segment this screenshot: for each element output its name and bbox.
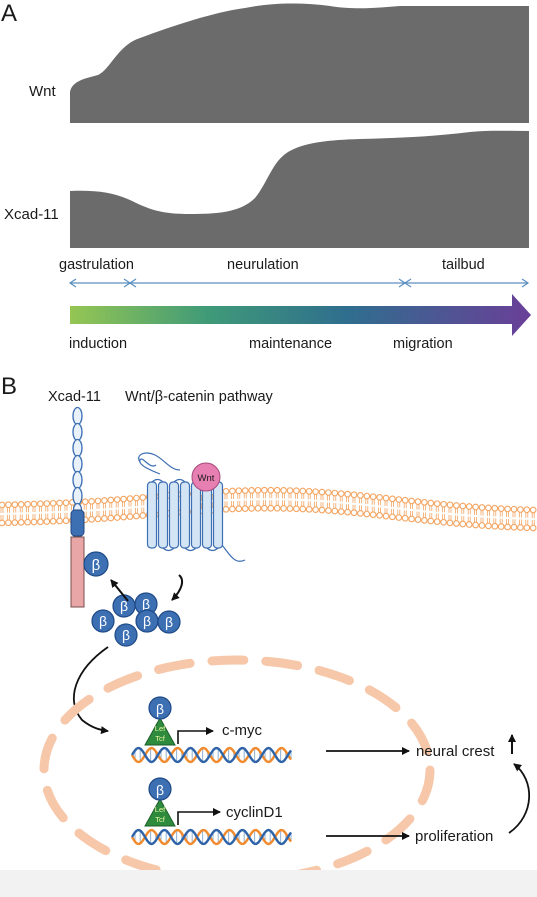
panel-a-letter: A	[1, 0, 18, 27]
pathway-label: Wnt/β-catenin pathway	[125, 389, 273, 405]
svg-text:β: β	[165, 614, 173, 630]
wnt-ligand: Wnt	[191, 462, 221, 492]
dna-helix-cyclind1	[130, 828, 292, 846]
svg-text:β: β	[122, 627, 130, 643]
wnt-expression-track	[70, 3, 529, 123]
panel-b-letter: B	[1, 373, 18, 400]
track-label-xcad11: Xcad-11	[4, 206, 59, 223]
svg-text:β: β	[156, 701, 164, 717]
wnt-ligand-label: Wnt	[198, 473, 215, 484]
stage-label-neurulation: neurulation	[227, 257, 299, 273]
arrow-to-free-beta	[110, 579, 129, 602]
xcad11-expression-track	[70, 130, 529, 248]
svg-text:β: β	[99, 613, 107, 629]
bottom-band	[0, 870, 537, 897]
arrow-proliferation-to-neural-crest	[508, 763, 531, 834]
stage-label-tailbud: tailbud	[442, 257, 485, 273]
arrow-to-nucleus	[72, 646, 109, 735]
lef-tcf-complex-cmyc: Lef Tcf β	[144, 696, 214, 746]
gene-label-cyclind1: cyclinD1	[226, 804, 283, 821]
stage-label-gastrulation: gastrulation	[59, 257, 134, 273]
process-label-induction: induction	[69, 336, 128, 352]
stage-arrows	[68, 278, 530, 288]
dna-helix-cmyc	[130, 746, 292, 764]
svg-text:β: β	[120, 598, 128, 614]
outcome-label-proliferation: proliferation	[415, 828, 494, 845]
svg-text:β: β	[143, 613, 151, 629]
lef-tcf-complex-cyclind1: Lef Tcf β	[144, 777, 221, 827]
svg-text:Tcf: Tcf	[155, 815, 166, 824]
svg-text:Lef: Lef	[155, 805, 166, 814]
svg-text:β: β	[92, 557, 101, 574]
arrow-from-frizzled	[171, 574, 184, 601]
svg-text:Tcf: Tcf	[155, 734, 166, 743]
svg-text:β: β	[142, 596, 150, 612]
track-label-wnt: Wnt	[29, 83, 56, 100]
process-gradient-arrow	[70, 294, 531, 336]
receptor-label-xcad11: Xcad-11	[48, 389, 101, 405]
outcome-label-neural-crest: neural crest	[416, 743, 495, 760]
svg-text:Lef: Lef	[155, 724, 166, 733]
gene-label-cmyc: c-myc	[222, 722, 262, 739]
process-label-maintenance: maintenance	[249, 336, 333, 352]
svg-text:β: β	[156, 782, 164, 798]
xcad11-receptor	[70, 406, 85, 608]
nucleus-envelope	[39, 655, 435, 885]
process-label-migration: migration	[393, 336, 453, 352]
frizzled-receptor	[138, 452, 246, 562]
beta-catenin-free: β	[83, 551, 109, 577]
